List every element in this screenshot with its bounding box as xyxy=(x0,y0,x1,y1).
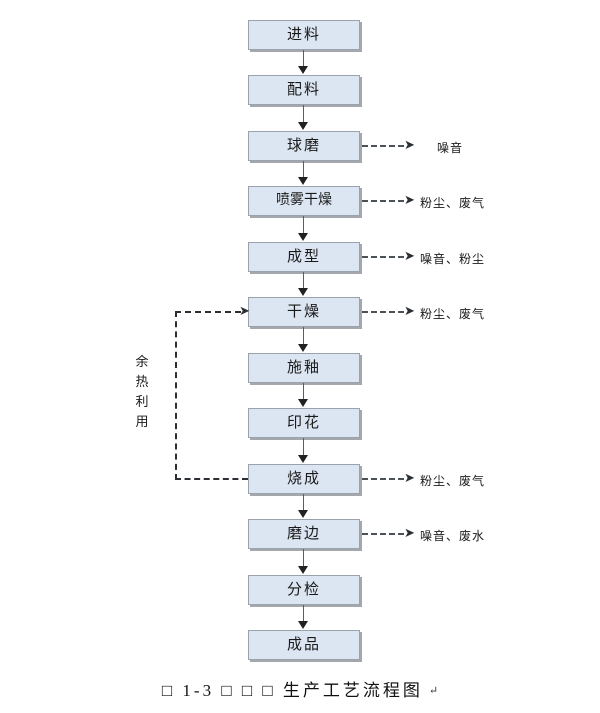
emission-line-ballmill xyxy=(362,145,404,147)
process-node-drying[interactable]: 干燥 xyxy=(248,297,360,327)
recycle-loop-arrowhead: ➤ xyxy=(239,304,250,319)
emission-label-ballmill: 噪音 xyxy=(437,141,464,155)
emission-arrowhead-spray-drying: ➤ xyxy=(404,193,415,208)
connector-feed-to-batching xyxy=(303,50,304,67)
recycle-loop-label-char-2: 热 xyxy=(135,374,149,389)
emission-arrowhead-forming: ➤ xyxy=(404,249,415,264)
process-node-glazing[interactable]: 施釉 xyxy=(248,353,360,383)
figure-caption: □ 1-3 □ □ □ 生产工艺流程图 ↵ xyxy=(0,676,600,701)
process-node-firing[interactable]: 烧成 xyxy=(248,464,360,494)
connector-firing-to-edging xyxy=(303,494,304,511)
process-node-spray-drying[interactable]: 喷雾干燥 xyxy=(248,186,360,216)
paragraph-mark: ↵ xyxy=(428,685,439,697)
connector-sorting-to-product xyxy=(303,605,304,622)
process-node-printing[interactable]: 印花 xyxy=(248,408,360,438)
recycle-loop-vertical-segment xyxy=(175,311,177,480)
process-node-edging[interactable]: 磨边 xyxy=(248,519,360,549)
arrowhead-ballmill-to-spray-drying xyxy=(298,177,308,185)
arrowhead-feed-to-batching xyxy=(298,66,308,74)
emission-label-forming: 噪音、粉尘 xyxy=(420,252,486,266)
arrowhead-drying-to-glazing xyxy=(298,344,308,352)
connector-ballmill-to-spray-drying xyxy=(303,161,304,178)
recycle-loop-label-char-1: 余 xyxy=(135,354,149,369)
process-node-sorting[interactable]: 分检 xyxy=(248,575,360,605)
arrowhead-printing-to-firing xyxy=(298,455,308,463)
emission-line-edging xyxy=(362,533,404,535)
connector-forming-to-drying xyxy=(303,272,304,289)
emission-arrowhead-drying: ➤ xyxy=(404,304,415,319)
process-node-forming[interactable]: 成型 xyxy=(248,242,360,272)
process-node-ballmill[interactable]: 球磨 xyxy=(248,131,360,161)
emission-arrowhead-ballmill: ➤ xyxy=(404,138,415,153)
process-node-batching[interactable]: 配料 xyxy=(248,75,360,105)
emission-line-spray-drying xyxy=(362,200,404,202)
figure-caption-text: □ 1-3 □ □ □ 生产工艺流程图 xyxy=(161,681,423,700)
connector-edging-to-sorting xyxy=(303,549,304,567)
process-node-product[interactable]: 成品 xyxy=(248,630,360,660)
connector-drying-to-glazing xyxy=(303,327,304,345)
arrowhead-spray-drying-to-forming xyxy=(298,233,308,241)
recycle-loop-label: 余 热 利 用 xyxy=(132,352,152,432)
emission-label-spray-drying: 粉尘、废气 xyxy=(420,196,486,210)
process-node-feed[interactable]: 进料 xyxy=(248,20,360,50)
emission-arrowhead-edging: ➤ xyxy=(404,526,415,541)
arrowhead-firing-to-edging xyxy=(298,510,308,518)
emission-arrowhead-firing: ➤ xyxy=(404,471,415,486)
recycle-loop-label-char-3: 利 xyxy=(135,394,149,409)
emission-line-forming xyxy=(362,256,404,258)
arrowhead-batching-to-ballmill xyxy=(298,122,308,130)
connector-spray-drying-to-forming xyxy=(303,216,304,234)
recycle-loop-top-segment xyxy=(175,311,241,313)
connector-printing-to-firing xyxy=(303,438,304,456)
recycle-loop-bottom-segment xyxy=(175,478,248,480)
emission-label-drying: 粉尘、废气 xyxy=(420,307,486,321)
recycle-loop-label-char-4: 用 xyxy=(135,414,149,429)
emission-label-firing: 粉尘、废气 xyxy=(420,474,486,488)
emission-line-drying xyxy=(362,311,404,313)
arrowhead-edging-to-sorting xyxy=(298,566,308,574)
emission-line-firing xyxy=(362,478,404,480)
connector-batching-to-ballmill xyxy=(303,105,304,123)
arrowhead-forming-to-drying xyxy=(298,288,308,296)
arrowhead-sorting-to-product xyxy=(298,621,308,629)
connector-glazing-to-printing xyxy=(303,383,304,400)
emission-label-edging: 噪音、废水 xyxy=(420,529,486,543)
arrowhead-glazing-to-printing xyxy=(298,399,308,407)
